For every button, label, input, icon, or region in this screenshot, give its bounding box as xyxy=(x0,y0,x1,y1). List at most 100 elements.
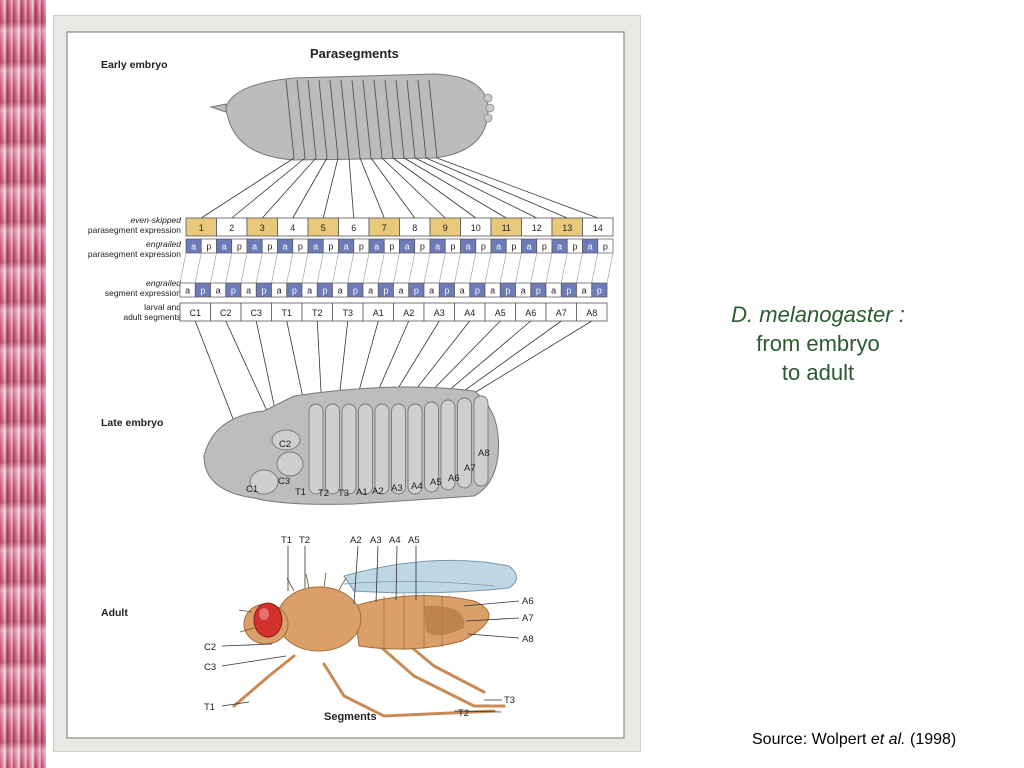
engrailed-seg-letter: a xyxy=(399,286,404,296)
eve-label-2: parasegment expression xyxy=(88,225,181,235)
row-guide-line xyxy=(332,252,339,284)
row-guide-line xyxy=(194,252,202,284)
row-guide-line xyxy=(438,252,446,284)
embryo-stripe xyxy=(307,79,317,159)
late-c1: C1 xyxy=(246,484,258,495)
row-guide-line xyxy=(515,252,522,284)
title-line-3: to adult xyxy=(781,360,855,385)
engrailed-ps-letter: a xyxy=(466,242,471,252)
row-guide-line xyxy=(240,252,248,284)
connector-line xyxy=(370,157,416,219)
engrailed-seg-letter: p xyxy=(505,286,510,296)
late-a3: A3 xyxy=(391,483,403,494)
adult-t3: T3 xyxy=(504,695,515,706)
late-segment-band xyxy=(374,403,390,495)
segment-label: A8 xyxy=(586,308,597,318)
parasegment-number: 1 xyxy=(199,223,204,233)
late-segment-band xyxy=(473,395,489,487)
engrailed-seg-letter: a xyxy=(307,286,312,296)
embryo-stripe xyxy=(285,79,295,159)
late-t3: T3 xyxy=(338,488,349,499)
early-embryo xyxy=(209,73,495,161)
late-segment-band xyxy=(358,403,373,495)
adult-a5: A5 xyxy=(408,535,420,546)
segment-connector-line xyxy=(465,320,592,399)
parasegment-number: 4 xyxy=(290,223,295,233)
parasegment-number: 9 xyxy=(443,223,448,233)
engrailed-ps-letter: p xyxy=(267,242,272,252)
engrailed-ps-letter: p xyxy=(328,242,333,252)
late-a7: A7 xyxy=(464,463,476,474)
engrailed-seg-letter: a xyxy=(246,286,251,296)
slide-title: D. melanogaster : from embryo to adult xyxy=(668,300,968,387)
parasegment-number: 13 xyxy=(562,223,572,233)
engrailed-ps-letter: p xyxy=(206,242,211,252)
segment-label: A6 xyxy=(525,308,536,318)
engrailed-ps-letter: a xyxy=(557,242,562,252)
row-guide-line xyxy=(225,252,233,284)
source-prefix: Source: Wolpert xyxy=(752,731,871,748)
engrailed-seg-letter: p xyxy=(292,286,297,296)
engrailed-seg-letter: p xyxy=(261,286,266,296)
segment-label: T2 xyxy=(312,308,323,318)
parasegment-number: 2 xyxy=(229,223,234,233)
engrailed-ps-letter: a xyxy=(344,242,349,252)
embryo-stripe xyxy=(351,79,361,159)
row-guide-line xyxy=(393,252,400,284)
larval-label: larval and xyxy=(144,302,181,312)
embryo-stripe xyxy=(406,79,416,159)
connector-line xyxy=(359,157,385,219)
engrailed-ps-letter: p xyxy=(450,242,455,252)
embryo-stripe xyxy=(340,79,350,159)
row-guide-line xyxy=(316,252,324,284)
late-segment-band xyxy=(308,403,324,495)
row-guide-line xyxy=(179,252,187,284)
embryo-stripe xyxy=(329,79,339,159)
engrailed-seg-letter: p xyxy=(383,286,388,296)
source-suffix: (1998) xyxy=(905,731,957,748)
engrailed-ps-letter: a xyxy=(496,242,501,252)
embryo-stripe xyxy=(362,79,372,159)
engrailed-seg-letter: p xyxy=(566,286,571,296)
late-c2: C2 xyxy=(279,439,291,450)
row-guides xyxy=(179,252,614,284)
parasegment-cell xyxy=(582,217,614,237)
engrailed-ps-letter: p xyxy=(542,242,547,252)
late-segment-band xyxy=(424,401,439,493)
embryo-stripe xyxy=(384,79,394,159)
engrailed-seg-letter: a xyxy=(490,286,495,296)
adult-t2-top: T2 xyxy=(299,535,310,546)
engrailed-seg-letter: a xyxy=(429,286,434,296)
adult-c2: C2 xyxy=(204,642,216,653)
segment-label: T3 xyxy=(342,308,353,318)
connector-line xyxy=(292,157,328,219)
row-guide-line xyxy=(301,252,309,284)
adult-a3: A3 xyxy=(370,535,382,546)
adult-a7: A7 xyxy=(522,613,534,624)
adult-c3: C3 xyxy=(204,662,216,673)
parasegment-number: 14 xyxy=(593,223,603,233)
engrailed-seg-letter: p xyxy=(444,286,449,296)
engrailed-seg-letter: a xyxy=(582,286,587,296)
engrailed-seg-letter: p xyxy=(414,286,419,296)
late-a1: A1 xyxy=(356,487,368,498)
segments-caption: Segments xyxy=(324,711,377,723)
adult-a6: A6 xyxy=(522,596,534,607)
engrailed-seg-letter: p xyxy=(353,286,358,296)
engrailed-seg-letter: a xyxy=(216,286,221,296)
late-a5: A5 xyxy=(430,477,442,488)
connector-line xyxy=(261,157,317,219)
engrailed-seg-letter: a xyxy=(551,286,556,296)
parasegment-number: 5 xyxy=(321,223,326,233)
engrailed-ps-letter: a xyxy=(283,242,288,252)
adult-a4: A4 xyxy=(389,535,401,546)
engrailed-ps-letter: p xyxy=(237,242,242,252)
connector-line xyxy=(425,157,568,219)
wolpert-figure: Parasegments Early embryo even-skipped p… xyxy=(54,16,640,751)
engrailed-seg-letter: p xyxy=(597,286,602,296)
adult-fly xyxy=(232,559,517,718)
engrailed-seg-label: engrailed xyxy=(146,278,181,288)
engrailed-ps-letter: a xyxy=(374,242,379,252)
embryo-stripe xyxy=(318,79,328,159)
